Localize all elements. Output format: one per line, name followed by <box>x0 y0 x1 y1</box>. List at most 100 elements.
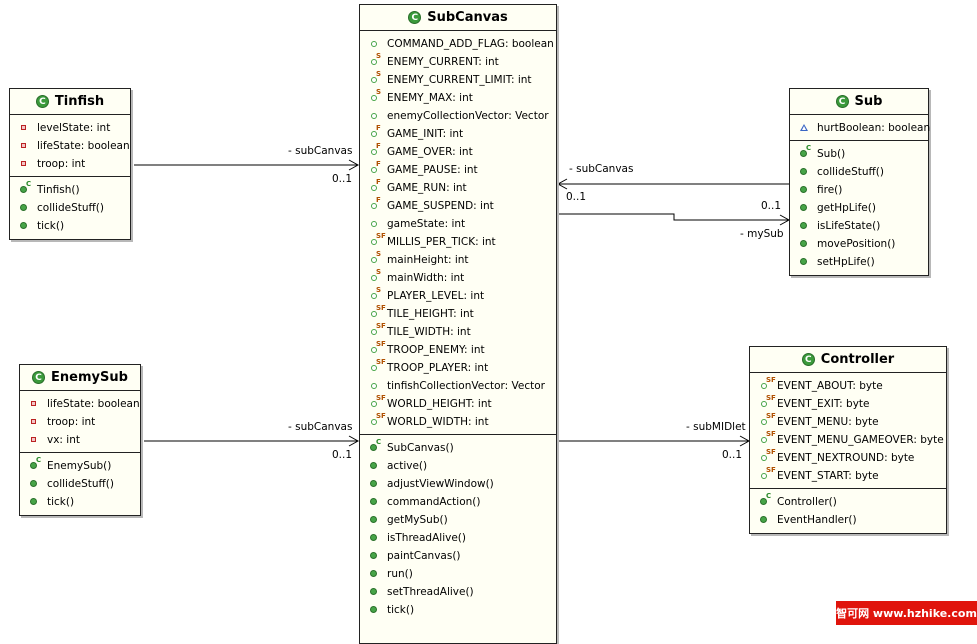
public-method-icon <box>367 478 383 490</box>
operation-row[interactable]: tick() <box>360 601 556 619</box>
attribute-row[interactable]: COMMAND_ADD_FLAG: boolean <box>360 35 556 53</box>
attribute-row[interactable]: lifeState: boolean <box>10 137 130 155</box>
attribute-row[interactable]: tinfishCollectionVector: Vector <box>360 377 556 395</box>
operation-row[interactable]: isThreadAlive() <box>360 529 556 547</box>
attribute-text: TROOP_PLAYER: int <box>387 362 489 374</box>
operation-text: Controller() <box>777 496 837 508</box>
operation-row[interactable]: setThreadAlive() <box>360 583 556 601</box>
public-field-icon: F <box>367 124 383 140</box>
role-label: - subCanvas <box>288 145 353 157</box>
operation-row[interactable]: setHpLife() <box>790 253 928 271</box>
operation-row[interactable]: fire() <box>790 181 928 199</box>
operation-row[interactable]: adjustViewWindow() <box>360 475 556 493</box>
attribute-row[interactable]: enemyCollectionVector: Vector <box>360 107 556 125</box>
public-field-icon: SF <box>757 412 776 428</box>
attribute-text: GAME_SUSPEND: int <box>387 200 494 212</box>
operation-row[interactable]: run() <box>360 565 556 583</box>
operation-row[interactable]: movePosition() <box>790 235 928 253</box>
operation-row[interactable]: collideStuff() <box>790 163 928 181</box>
attribute-text: ENEMY_CURRENT_LIMIT: int <box>387 74 532 86</box>
attribute-row[interactable]: gameState: int <box>360 215 556 233</box>
public-field-icon <box>367 110 383 122</box>
public-method-icon <box>27 478 43 490</box>
operation-row[interactable]: getHpLife() <box>790 199 928 217</box>
operation-row[interactable]: commandAction() <box>360 493 556 511</box>
multiplicity-label: 0..1 <box>722 449 743 461</box>
operation-row[interactable]: collideStuff() <box>20 475 140 493</box>
attribute-text: GAME_PAUSE: int <box>387 164 478 176</box>
operation-row[interactable]: collideStuff() <box>10 199 130 217</box>
public-method-icon <box>27 496 43 508</box>
attribute-row[interactable]: troop: int <box>20 413 140 431</box>
operation-row[interactable]: EventHandler() <box>750 511 946 529</box>
operation-text: run() <box>387 568 413 580</box>
attribute-text: COMMAND_ADD_FLAG: boolean <box>387 38 554 50</box>
protected-field-icon <box>797 122 813 134</box>
operation-text: getMySub() <box>387 514 448 526</box>
operation-row[interactable]: paintCanvas() <box>360 547 556 565</box>
class-icon: C <box>835 95 849 108</box>
attribute-compartment: hurtBoolean: boolean <box>790 114 930 140</box>
public-field-icon: F <box>367 142 383 158</box>
attribute-row[interactable]: levelState: int <box>10 119 130 137</box>
operation-row[interactable]: tick() <box>10 217 130 235</box>
attribute-text: WORLD_WIDTH: int <box>387 416 489 428</box>
operation-row[interactable]: tick() <box>20 493 140 511</box>
operation-row[interactable]: getMySub() <box>360 511 556 529</box>
operation-row[interactable]: isLifeState() <box>790 217 928 235</box>
attribute-row[interactable]: lifeState: boolean <box>20 395 140 413</box>
public-field-icon: SF <box>367 322 386 338</box>
operation-text: collideStuff() <box>37 202 104 214</box>
attribute-text: TILE_HEIGHT: int <box>387 308 474 320</box>
operation-text: movePosition() <box>817 238 896 250</box>
multiplicity-label: 0..1 <box>761 200 782 212</box>
public-method-icon <box>797 184 813 196</box>
attribute-row[interactable]: troop: int <box>10 155 130 173</box>
attribute-row[interactable]: vx: int <box>20 431 140 449</box>
operation-row[interactable]: active() <box>360 457 556 475</box>
attribute-text: EVENT_NEXTROUND: byte <box>777 452 915 464</box>
class-icon: C <box>32 371 46 384</box>
operation-text: Tinfish() <box>37 184 80 196</box>
public-field-icon <box>367 38 383 50</box>
attribute-row[interactable]: hurtBoolean: boolean <box>790 119 930 137</box>
